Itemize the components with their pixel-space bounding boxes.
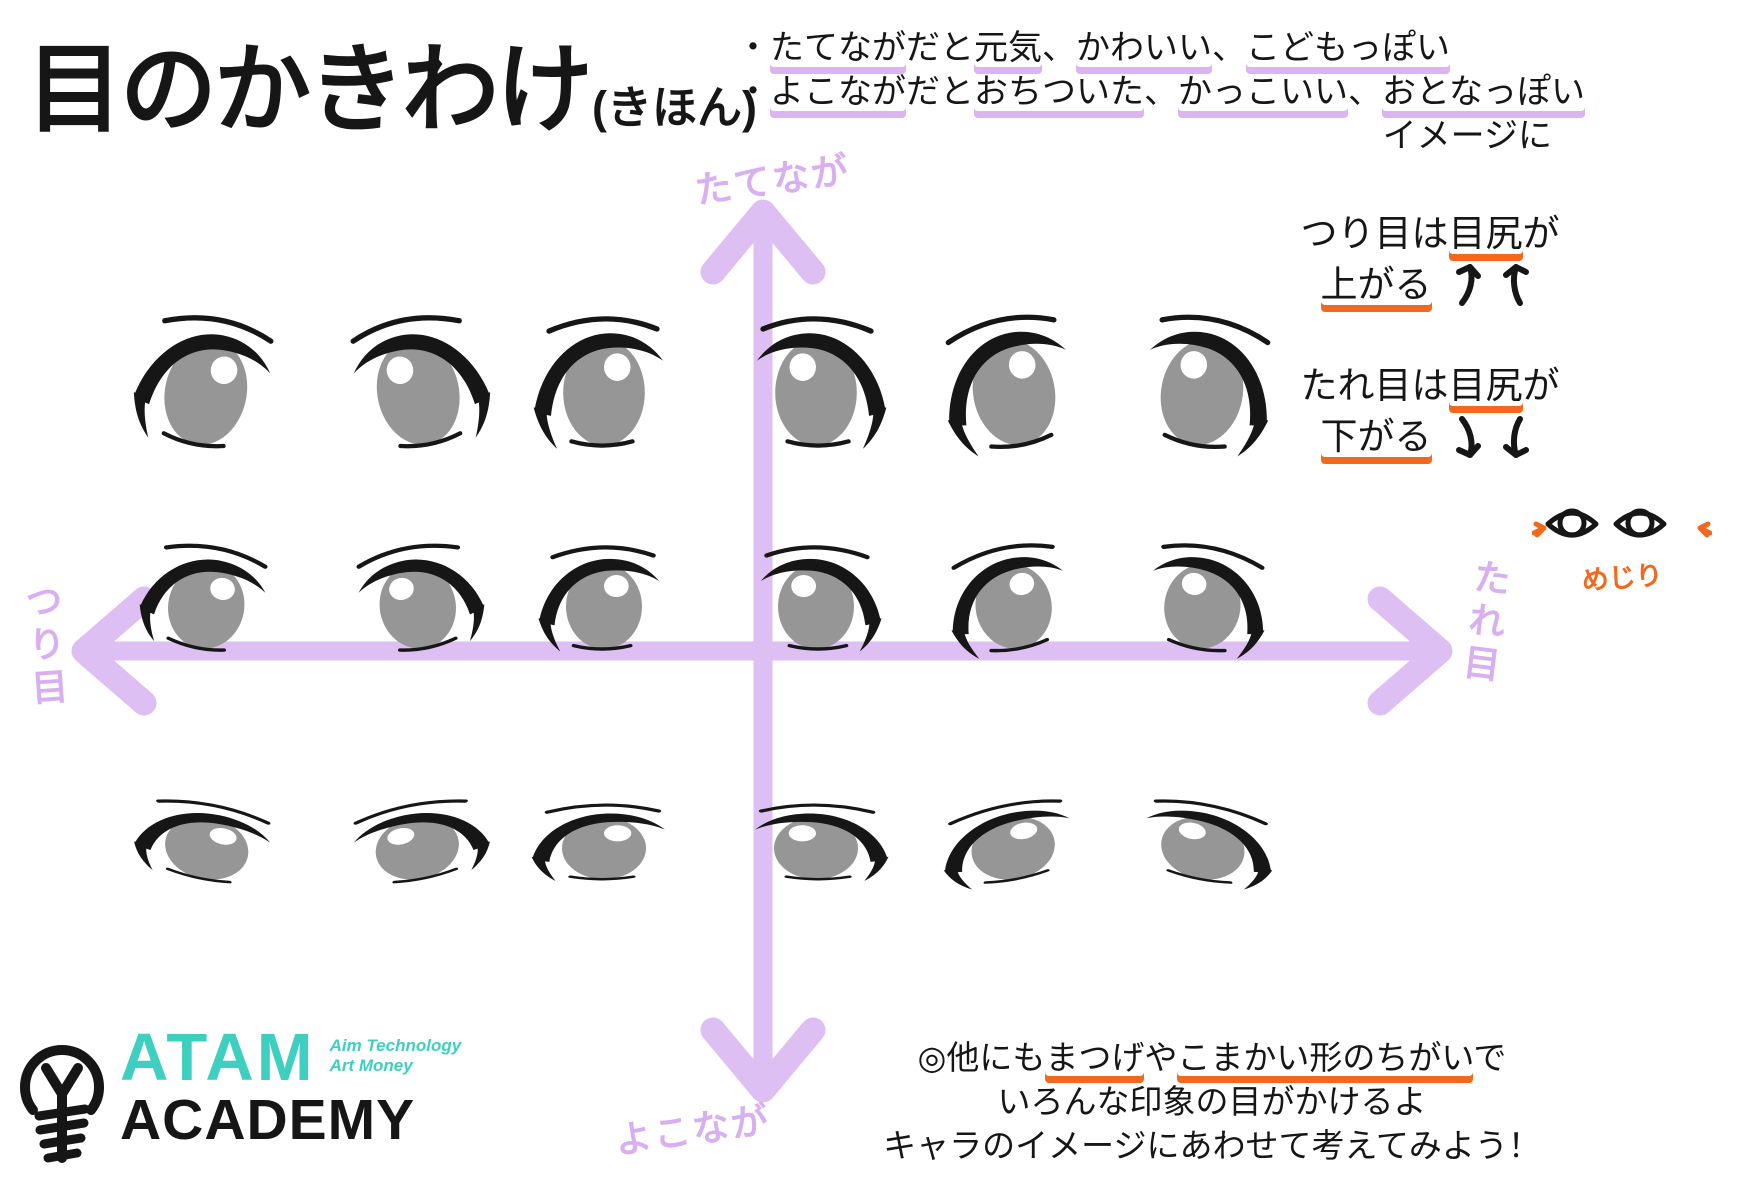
underlined-text-segment: おとなっぽい [1382, 73, 1585, 111]
text-segment: や [1144, 1039, 1178, 1076]
underlined-text-segment: たてなが [770, 29, 906, 67]
text-segment: ・ [736, 73, 770, 111]
logo-taglines: Aim Technology Art Money [330, 1036, 462, 1076]
text-segment: キャラのイメージにあわせて考えてみよう！ [883, 1127, 1541, 1164]
mejiri-arrow-left-icon [1532, 521, 1547, 538]
page-title: 目のかきわけ [26, 35, 593, 144]
text-segment: 、 [1212, 29, 1246, 67]
eye-corner-icons [1532, 508, 1712, 538]
vertical-axis-arrowhead-bottom [700, 1017, 826, 1103]
text-segment: ◎他にも [917, 1039, 1046, 1076]
text-segment: だと [906, 29, 974, 67]
eye-tsurime-yokonaga-left [134, 799, 271, 884]
eye-tareme-middle-left [951, 543, 1063, 659]
underlined-text-segment: 目尻 [1448, 213, 1523, 254]
text-segment: 、 [1144, 73, 1178, 111]
eye-tsurime-tatenaga-left [133, 315, 274, 449]
title-block: 目のかきわけ(きほん) [26, 10, 757, 151]
text-segment: ・ [736, 29, 770, 67]
eye-tsurime-middle-right [356, 543, 485, 652]
eye-neutral-middle-left [538, 545, 660, 652]
text-segment: で [1473, 1039, 1507, 1076]
underlined-text-segment: かっこいい [1178, 73, 1348, 111]
mejiri-label: めじり [1580, 560, 1664, 596]
eye-tsurime-middle-left [139, 543, 268, 652]
eye-neutral-middle-right [760, 545, 882, 652]
underlined-text-segment: 下がる [1320, 416, 1432, 457]
eye-tsurime-tatenaga-right [350, 315, 491, 449]
eye-neutral-tatenaga-right [756, 316, 887, 449]
eye-tareme-tatenaga-left [945, 314, 1067, 457]
header-note-line-1: ・たてながだと元気、かわいい、こどもっぽい [736, 26, 1552, 70]
underlined-text-segment: 目尻 [1448, 365, 1523, 406]
annotation-tareme-line-1: たれ目は目尻が [1280, 360, 1580, 411]
annotation-tsurime-line-2: 上がる [1280, 259, 1580, 310]
footer-note-line-2: いろんな印象の目がかけるよ [862, 1080, 1562, 1124]
text-segment: 、 [1042, 29, 1076, 67]
underlined-text-segment: かわいい [1076, 29, 1212, 67]
vertical-axis-arrowhead-top [700, 199, 826, 285]
horizontal-axis-arrowhead-right [1367, 586, 1453, 716]
annotation-tareme-sagaru: 下がる [1321, 411, 1432, 462]
underlined-text-segment: こまかい形のちがい [1177, 1039, 1474, 1076]
text-segment: つり目は [1300, 213, 1449, 254]
eye-icon-left [1545, 508, 1599, 538]
atam-academy-logo: ATAM Aim Technology Art Money ACADEMY [14, 1020, 462, 1168]
tagline-line-1: Aim Technology [329, 1036, 462, 1055]
logo-text: ATAM Aim Technology Art Money ACADEMY [120, 1020, 462, 1152]
eye-neutral-yokonaga-right [755, 803, 889, 882]
eye-neutral-yokonaga-left [531, 803, 665, 882]
atam-wordmark: ATAM [120, 1020, 316, 1095]
text-segment: いろんな印象の目がかけるよ [997, 1083, 1427, 1120]
header-note-line-2: ・よこながだとおちついた、かっこいい、おとなっぽい [736, 70, 1585, 114]
eye-icon-right [1613, 508, 1667, 538]
eye-tareme-tatenaga-right [1149, 314, 1271, 457]
text-segment: が [1522, 365, 1560, 406]
axis-label-tsurime: つり目 [18, 580, 69, 713]
underlined-text-segment: よこなが [770, 73, 906, 111]
down-arrows-icon [1455, 415, 1529, 458]
footer-note-line-1: ◎他にもまつげやこまかい形のちがいで [862, 1036, 1562, 1080]
annotation-tsurime: つり目は目尻が 上がる [1280, 208, 1580, 310]
eye-tsurime-yokonaga-right [353, 799, 490, 884]
mejiri-arrow-right-icon [1697, 521, 1712, 538]
header-note-line-3: イメージに [736, 114, 1552, 158]
lightbulb-yen-icon [20, 1045, 104, 1163]
text-segment: が [1522, 213, 1560, 254]
footer-note-line-3: キャラのイメージにあわせて考えてみよう！ [862, 1124, 1562, 1168]
header-notes: ・たてながだと元気、かわいい、こどもっぽい ・よこながだとおちついた、かっこいい… [736, 26, 1585, 158]
mejiri-diagram: めじり [1532, 496, 1712, 596]
annotation-tsurime-line-1: つり目は目尻が [1280, 208, 1580, 259]
academy-wordmark: ACADEMY [120, 1088, 416, 1152]
eye-tareme-middle-right [1153, 543, 1265, 659]
tagline-line-2: Art Money [329, 1056, 413, 1075]
horizontal-axis-arrowhead-left [71, 586, 157, 716]
page-title-sub: (きほん) [592, 82, 757, 133]
underlined-text-segment: おちついた [974, 73, 1144, 111]
footer-note: ◎他にもまつげやこまかい形のちがいで いろんな印象の目がかけるよ キャラのイメー… [862, 1036, 1562, 1168]
text-segment: たれ目は [1300, 365, 1449, 406]
text-segment: イメージに [1382, 117, 1552, 155]
underlined-text-segment: 上がる [1320, 264, 1432, 305]
text-segment: 、 [1348, 73, 1382, 111]
eye-tareme-yokonaga-left [943, 799, 1070, 890]
underlined-text-segment: まつげ [1045, 1039, 1145, 1076]
annotation-tareme-line-2: 下がる [1280, 411, 1580, 462]
up-arrows-icon [1455, 263, 1529, 306]
eye-tareme-yokonaga-right [1146, 799, 1273, 890]
annotation-tareme: たれ目は目尻が 下がる [1280, 360, 1580, 462]
underlined-text-segment: こどもっぽい [1246, 29, 1450, 67]
underlined-text-segment: 元気 [974, 29, 1042, 67]
annotation-tsurime-agaru: 上がる [1321, 259, 1432, 310]
eye-neutral-tatenaga-left [533, 316, 664, 449]
text-segment: だと [906, 73, 974, 111]
